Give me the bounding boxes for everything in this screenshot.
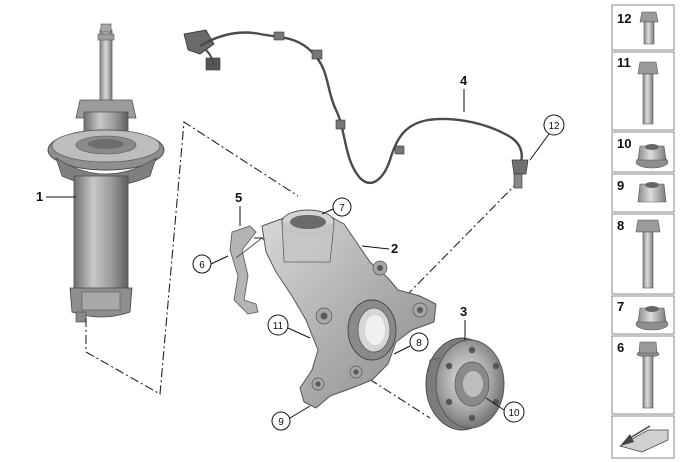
sidebar-item-label: 12 bbox=[617, 11, 631, 26]
hex-bolt-short-icon bbox=[639, 11, 659, 45]
callout-6: 6 bbox=[199, 260, 205, 271]
assembly-guide-lines bbox=[85, 121, 521, 419]
self-locking-nut-icon bbox=[637, 182, 667, 203]
callout-5: 5 bbox=[235, 190, 242, 205]
hex-bolt-icon bbox=[635, 219, 661, 289]
sidebar-item-label: 8 bbox=[617, 218, 624, 233]
sidebar-item-label: 10 bbox=[617, 136, 631, 151]
callout-3: 3 bbox=[460, 304, 467, 319]
callout-8: 8 bbox=[416, 338, 422, 349]
callout-12: 12 bbox=[548, 121, 560, 132]
wheel-hub bbox=[425, 337, 505, 431]
steering-knuckle bbox=[261, 209, 437, 409]
wheel-speed-sensor-cable bbox=[183, 29, 529, 189]
sidebar-item-11[interactable]: 11 bbox=[611, 51, 675, 131]
callout-2: 2 bbox=[391, 241, 398, 256]
callout-4: 4 bbox=[460, 73, 468, 88]
sidebar-item-6[interactable]: 6 bbox=[611, 335, 675, 415]
callout-1: 1 bbox=[36, 189, 43, 204]
callout-9: 9 bbox=[278, 417, 284, 428]
sidebar-item-label: 11 bbox=[617, 55, 631, 70]
callout-7: 7 bbox=[339, 203, 345, 214]
callouts: 1 2 3 4 5 6 7 8 9 10 11 bbox=[36, 73, 565, 431]
flange-bolt-icon bbox=[636, 341, 660, 409]
diagram-arrow-icon bbox=[618, 425, 669, 453]
sidebar-item-10[interactable]: 10 bbox=[611, 131, 675, 173]
sidebar-item-8[interactable]: 8 bbox=[611, 213, 675, 295]
brake-line-bracket bbox=[229, 225, 274, 315]
strut-assembly bbox=[47, 23, 165, 323]
sidebar-item-9[interactable]: 9 bbox=[611, 173, 675, 213]
sidebar-item-label: 7 bbox=[617, 299, 624, 314]
sidebar-footer bbox=[611, 415, 675, 459]
sidebar-item-label: 6 bbox=[617, 340, 624, 355]
callout-10: 10 bbox=[508, 408, 520, 419]
hardware-sidebar: 12 11 10 9 bbox=[611, 4, 675, 459]
callout-11: 11 bbox=[273, 321, 284, 332]
sidebar-item-label: 9 bbox=[617, 178, 624, 193]
hex-bolt-long-icon bbox=[637, 61, 659, 125]
hex-nut-icon bbox=[635, 306, 669, 331]
collar-nut-icon bbox=[635, 144, 669, 169]
sidebar-item-12[interactable]: 12 bbox=[611, 4, 675, 51]
sidebar-item-7[interactable]: 7 bbox=[611, 295, 675, 335]
